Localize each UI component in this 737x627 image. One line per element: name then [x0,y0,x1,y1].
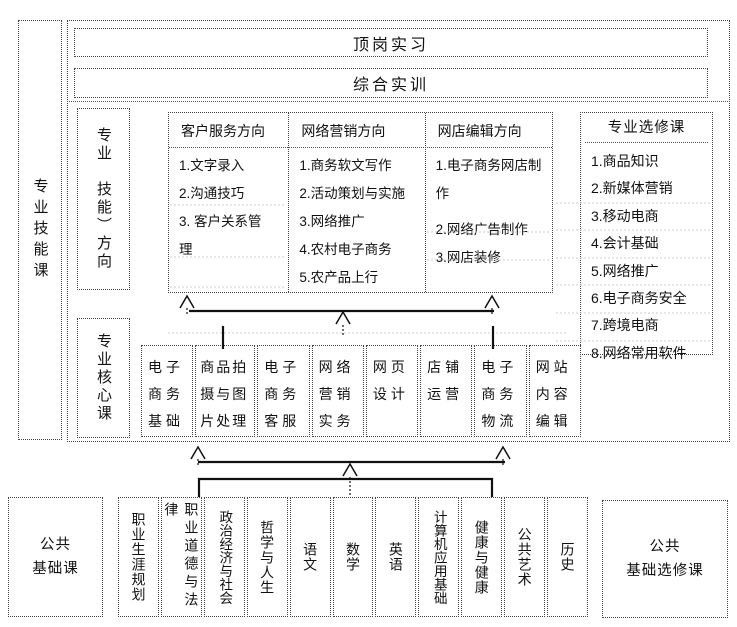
direction-header-underline [169,147,552,148]
public-basic-course-label-box: 公共 基础课 [8,497,103,617]
core-course-box: 网站内容编辑 [528,345,581,437]
core-course-box: 电子商务客服 [257,345,310,437]
public-course-box: 健康与健康 [461,497,503,617]
elective-item: 1.商品知识 [591,153,659,169]
direction-column-shop-editing: 网店编辑方向 1.电子商务网店制作 2.网络广告制作 3.网店装修 [424,113,552,292]
public-course-box: 职业道德与法律 [160,497,202,617]
core-course-box: 电子商务物流 [474,345,527,437]
core-course-row: 电子商务基础 商品拍摄与图片处理 电子商务客服 网络营销实务 网页设计 店铺运营… [141,345,581,437]
public-course-box: 计算机应用基础 [418,497,460,617]
direction-item-list: 1.商务软文写作 2.活动策划与实施 3.网络推广 4.农村电子商务 5.农产品… [289,147,424,292]
direction-title: 网络营销方向 [301,123,386,139]
direction-title: 客户服务方向 [181,123,265,139]
core-course-box: 电子商务基础 [141,345,194,437]
elective-item: 6.电子商务安全 [591,290,687,307]
direction-item: 2.网络广告制作 [435,222,528,237]
elective-item: 4.会计基础 [591,235,659,252]
core-rail-label: 专业核心课 [77,318,130,438]
core-course-box: 商品拍摄与图片处理 [195,345,256,437]
core-course-box: 网络营销实务 [311,345,364,437]
elective-item: 2.新媒体营销 [591,180,673,197]
public-course-box: 哲学与人生 [246,497,288,617]
direction-item: 3.网店装修 [435,250,501,265]
public-label-line: 公共 [40,537,71,553]
direction-rail-label: 专业 技能）方向 [77,108,130,290]
skill-course-rail-label: 专业技能课 [18,20,62,440]
direction-column-network-marketing: 网络营销方向 1.商务软文写作 2.活动策划与实施 3.网络推广 4.农村电子商… [288,113,424,292]
skill-block-container [67,20,730,442]
public-course-box: 公共艺术 [504,497,546,617]
direction-item: 3.网络推广 [299,214,365,229]
direction-item: 5.农产品上行 [299,270,379,285]
elective-item: 7.跨境电商 [591,317,659,334]
direction-item: 1.电子商务网店制作 [435,158,542,201]
elective-item: 8.网络常用软件 [591,344,687,361]
public-label-line: 基础课 [32,561,79,577]
elective-item-list: 1.商品知识 2.新媒体营销 3.移动电商 4.会计基础 5.网络推广 6.电子… [581,143,712,367]
direction-item: 2.活动策划与实施 [299,186,406,201]
public-elective-course-box: 公共 基础选修课 [602,500,728,618]
public-course-box: 英语 [375,497,417,617]
elective-item: 3.移动电商 [591,207,659,224]
direction-item-list: 1.文字录入 2.沟通技巧 3. 客户关系管理 [169,147,288,264]
public-elective-line: 公共 [649,539,681,555]
direction-item: 4.农村电子商务 [299,242,392,257]
core-course-box: 网页设计 [365,345,419,437]
public-course-box: 职业生涯规划 [118,497,159,617]
banner-training: 综合实训 [74,68,708,98]
direction-column-customer-service: 客户服务方向 1.文字录入 2.沟通技巧 3. 客户关系管理 [169,113,288,292]
banner-internship: 顶岗实习 [74,28,708,57]
public-elective-line: 基础选修课 [626,563,704,579]
public-course-row: 职业生涯规划 职业道德与法律 政治经济与社会 哲学与人生 语文 数学 英语 计算… [118,497,588,617]
direction-item: 1.商务软文写作 [299,158,392,173]
row-divider-line [67,101,730,102]
public-course-box: 语文 [289,497,331,617]
core-course-box: 店铺运营 [420,345,473,437]
direction-item-list: 1.电子商务网店制作 2.网络广告制作 3.网店装修 [426,147,552,272]
direction-columns-container: 客户服务方向 1.文字录入 2.沟通技巧 3. 客户关系管理 网络营销方向 1.… [168,112,553,293]
public-course-box: 政治经济与社会 [203,497,245,617]
direction-item: 1.文字录入 [179,158,245,173]
public-course-box: 数学 [332,497,374,617]
direction-title: 网店编辑方向 [437,123,522,139]
elective-courses-box: 专业选修课 1.商品知识 2.新媒体营销 3.移动电商 4.会计基础 5.网络推… [580,112,713,361]
elective-item: 5.网络推广 [591,262,659,279]
direction-item: 2.沟通技巧 [179,186,245,201]
public-course-box: 历史 [547,497,588,617]
direction-item: 3. 客户关系管理 [179,214,262,257]
elective-box-title: 专业选修课 [585,113,708,143]
